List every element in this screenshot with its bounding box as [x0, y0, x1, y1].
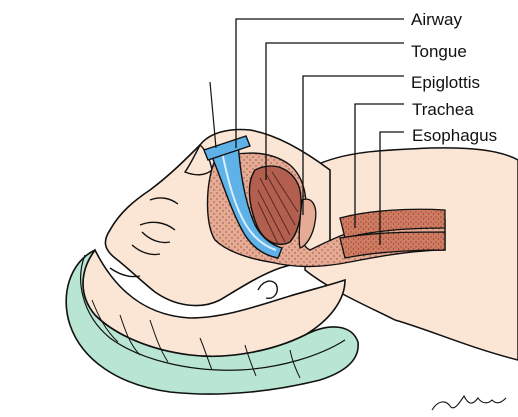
label-epiglottis: Epiglottis [411, 74, 480, 91]
label-trachea: Trachea [412, 101, 474, 118]
label-esophagus: Esophagus [412, 127, 497, 144]
label-airway: Airway [411, 11, 462, 28]
label-tongue: Tongue [411, 43, 467, 60]
signature [432, 396, 506, 410]
leader-airway [236, 19, 404, 148]
